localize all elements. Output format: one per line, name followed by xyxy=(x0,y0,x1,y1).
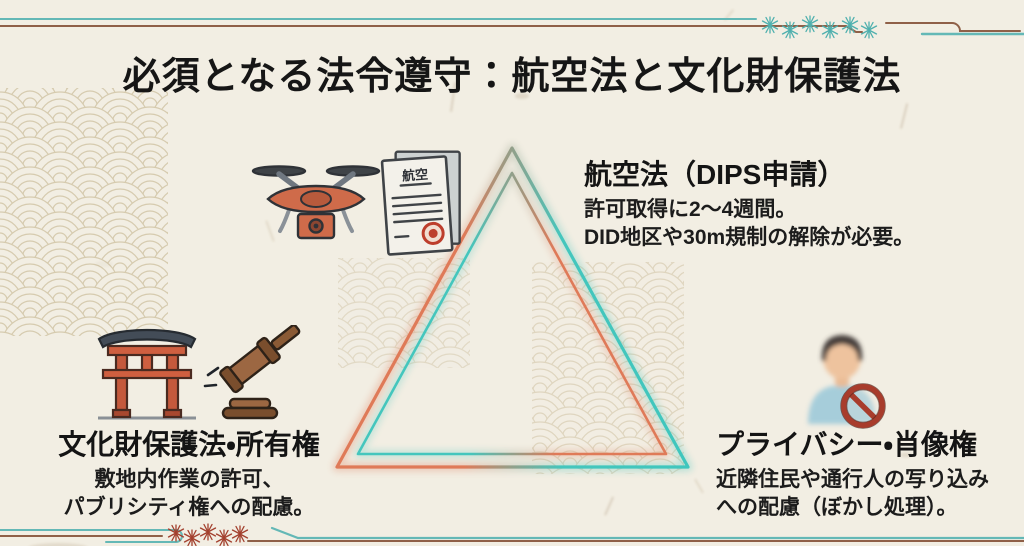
gavel-icon xyxy=(203,325,301,420)
aviation-line2: DID地区や30m規制の解除が必要。 xyxy=(584,226,915,249)
document-label: 航空 xyxy=(402,167,429,184)
drone-icon xyxy=(251,165,381,240)
cultural-heading: 文化財保護法・所有権 xyxy=(58,429,320,460)
privacy-heading: プライバシー・肖像権 xyxy=(716,429,977,460)
aviation-heading: 航空法（DIPS申請） xyxy=(584,159,846,190)
triangle-diagram xyxy=(332,143,693,472)
privacy-line2: への配慮（ぼかし処理）。 xyxy=(716,496,958,519)
hemp-leaf-ornament-bottom xyxy=(167,523,249,546)
blurred-person-icon xyxy=(808,335,886,429)
node-privacy-rights: プライバシー・肖像権 近隣住民や通行人の写り込み への配慮（ぼかし処理）。 xyxy=(716,428,1018,522)
privacy-line1: 近隣住民や通行人の写り込み xyxy=(716,468,989,491)
torii-gate-icon xyxy=(97,328,197,420)
bottom-border-ornament xyxy=(0,523,1024,546)
cultural-line2: パブリシティ権への配慮。 xyxy=(63,496,315,519)
prohibition-icon xyxy=(840,383,886,429)
node-aviation-law: 航空法（DIPS申請） 許可取得に2～4週間。 DID地区や30m規制の解除が必… xyxy=(584,158,1016,252)
cultural-line1: 敷地内作業の許可、 xyxy=(94,468,284,491)
aviation-line1: 許可取得に2～4週間。 xyxy=(584,198,797,221)
top-border-ornament xyxy=(0,15,1024,39)
aviation-document-icon: 航空 xyxy=(380,150,461,256)
node-cultural-property-law: 文化財保護法・所有権 敷地内作業の許可、 パブリシティ権への配慮。 xyxy=(26,428,352,522)
page-title: 必須となる法令遵守：航空法と文化財保護法 xyxy=(122,56,902,98)
